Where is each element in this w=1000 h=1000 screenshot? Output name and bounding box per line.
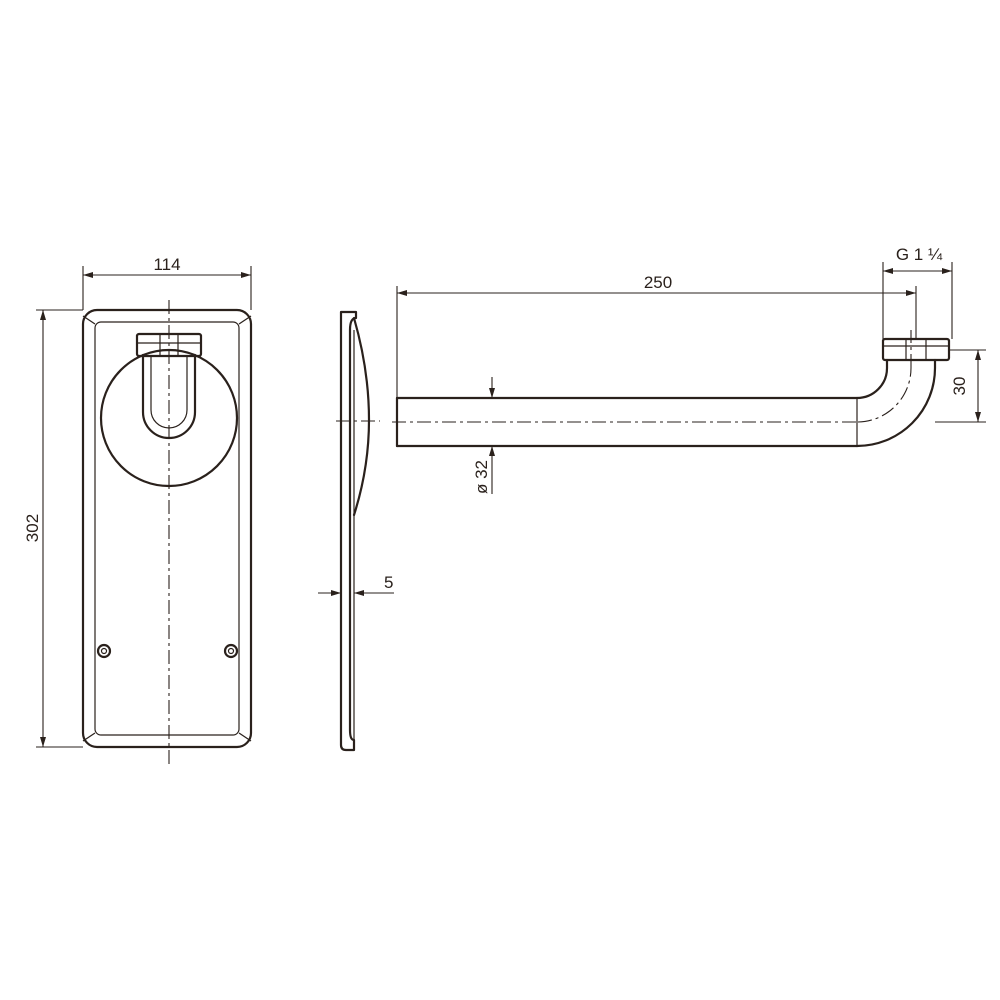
pipe-bend-inner bbox=[855, 358, 889, 400]
thickness-dimension: 5 bbox=[318, 573, 394, 596]
length-dimension: 250 bbox=[396, 273, 917, 398]
screw-left bbox=[96, 643, 112, 659]
length-label: 250 bbox=[644, 273, 672, 292]
offset-dimension: 30 bbox=[935, 349, 986, 423]
offset-label: 30 bbox=[950, 377, 969, 396]
height-dimension: 302 bbox=[23, 309, 83, 748]
thread-dimension: G 1 ¼ bbox=[882, 245, 953, 339]
plate-bevel bbox=[94, 321, 240, 736]
front-view: 114 302 bbox=[23, 255, 253, 765]
width-dimension: 114 bbox=[82, 255, 252, 310]
diameter-label: ø 32 bbox=[472, 460, 491, 494]
thread-label: G 1 ¼ bbox=[896, 245, 943, 264]
plate-side-profile bbox=[339, 310, 358, 752]
screw-right bbox=[223, 643, 239, 659]
rosette-side-profile bbox=[352, 316, 371, 517]
width-label: 114 bbox=[153, 255, 180, 274]
diameter-dimension: ø 32 bbox=[472, 377, 495, 494]
pipe-nut bbox=[881, 337, 951, 362]
height-label: 302 bbox=[23, 514, 42, 542]
pipe-view: 250 G 1 ¼ 30 ø 32 bbox=[392, 245, 986, 494]
side-view: 5 bbox=[318, 310, 394, 752]
thickness-label: 5 bbox=[384, 573, 393, 592]
pipe-bend-outer bbox=[855, 358, 937, 448]
plate-outline bbox=[81, 308, 253, 749]
